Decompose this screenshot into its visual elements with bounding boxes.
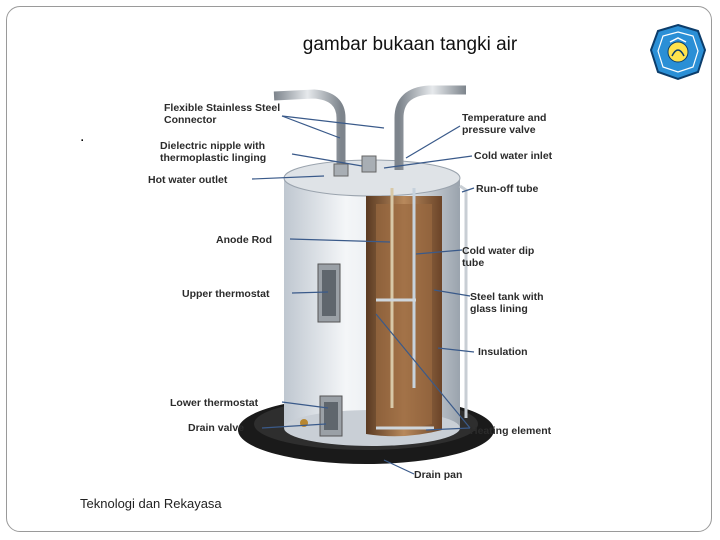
water-heater-cutaway-icon: Flexible Stainless Steel Connector Diele… (148, 85, 553, 481)
slide-title: gambar bukaan tangki air (302, 34, 518, 55)
label-steel-tank-1: Steel tank with (470, 291, 544, 303)
label-steel-tank-2: glass lining (470, 303, 528, 315)
label-insulation: Insulation (478, 346, 528, 358)
label-drain-pan: Drain pan (414, 469, 462, 481)
slide-footer: Teknologi dan Rekayasa (80, 496, 222, 511)
label-heating-element: Heating element (470, 425, 552, 437)
label-dielectric-2: thermoplastic linging (160, 152, 266, 164)
label-cold-dip-2: tube (462, 257, 484, 269)
label-dielectric-1: Dielectric nipple with (160, 140, 265, 152)
label-cold-water-inlet: Cold water inlet (474, 150, 553, 162)
label-flexible-connector-2: Connector (164, 114, 217, 126)
bullet-point: . (80, 128, 85, 145)
label-run-off-tube: Run-off tube (476, 183, 539, 195)
label-hot-water-outlet: Hot water outlet (148, 174, 228, 186)
label-drain-valve: Drain valve (188, 422, 244, 434)
label-temp-pressure-1: Temperature and (462, 112, 546, 124)
tut-wuri-handayani-emblem-icon (649, 23, 707, 81)
label-temp-pressure-2: pressure valve (462, 124, 536, 136)
label-lower-thermostat: Lower thermostat (170, 397, 259, 409)
label-anode-rod: Anode Rod (216, 234, 272, 246)
label-flexible-connector-1: Flexible Stainless Steel (164, 102, 280, 114)
label-cold-dip-1: Cold water dip (462, 245, 534, 257)
label-upper-thermostat: Upper thermostat (182, 288, 270, 300)
